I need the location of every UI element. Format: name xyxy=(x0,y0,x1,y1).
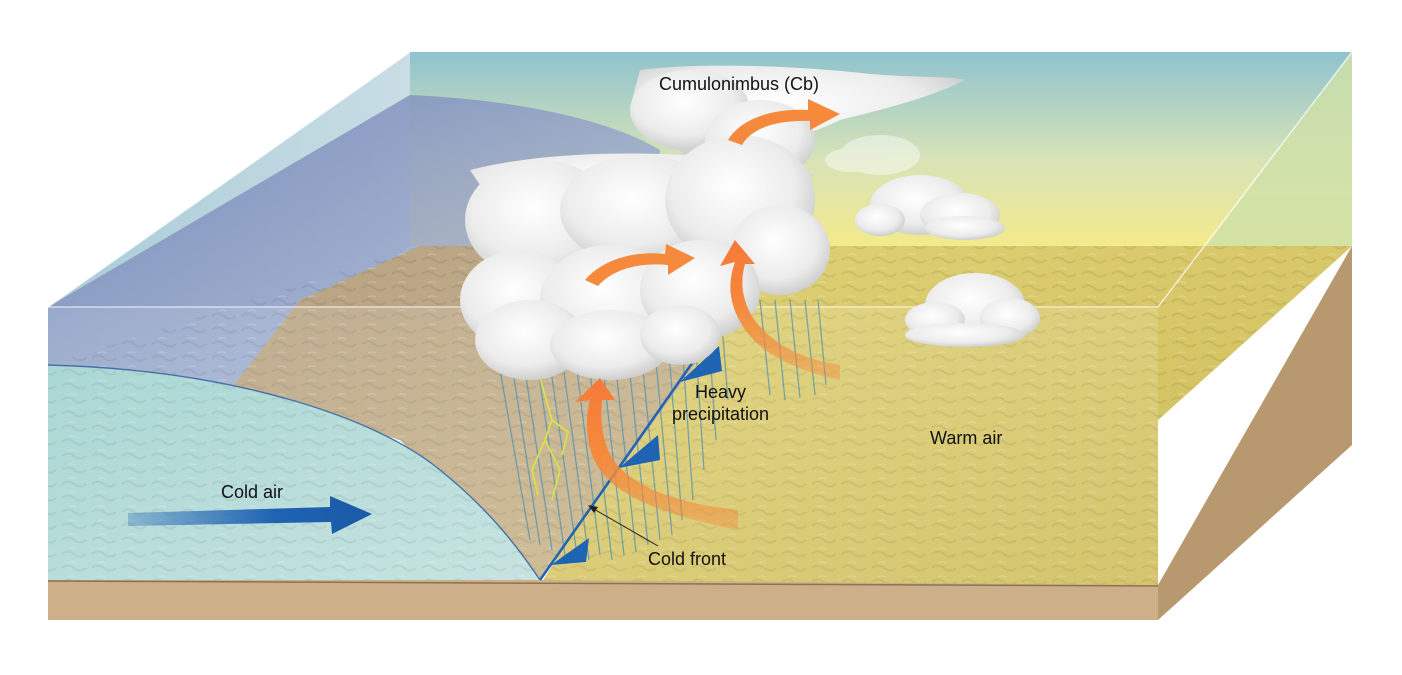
lightning-icon xyxy=(531,377,570,501)
cumulonimbus-cloud xyxy=(460,65,965,380)
warm-air-arrows xyxy=(575,99,840,530)
cold-front-leader xyxy=(591,507,659,547)
cold-air-boundary xyxy=(47,364,541,581)
heavy-precipitation-label-line1: Heavy xyxy=(695,382,747,402)
heavy-precipitation-label: Heavy precipitation xyxy=(672,381,769,425)
front-triangle-icon xyxy=(680,346,722,382)
warm-air-arrow-icon xyxy=(585,244,695,286)
glass-right-edge xyxy=(1157,51,1353,308)
small-cloud-2 xyxy=(905,273,1040,347)
leader-arrowhead xyxy=(588,505,598,513)
soil-top-edge xyxy=(47,580,1159,587)
small-cloud-1 xyxy=(855,175,1005,240)
cold-air-label: Cold air xyxy=(221,482,284,502)
small-cloud-3 xyxy=(825,135,920,175)
cold-air-arrow-icon xyxy=(128,496,372,534)
heavy-precipitation-label-line2: precipitation xyxy=(672,404,770,424)
warm-air-arrow-icon xyxy=(575,378,738,530)
front-triangle-icon xyxy=(619,435,660,468)
warm-air-arrow-icon xyxy=(720,240,840,380)
warm-air-arrow-icon xyxy=(728,99,840,145)
cold-front-triangles xyxy=(551,346,722,565)
soil-front xyxy=(48,580,1158,620)
glass-top-edge xyxy=(47,51,411,308)
front-triangle-icon xyxy=(551,538,589,565)
soil-side xyxy=(1158,246,1352,620)
cold-front-label: Cold front xyxy=(648,549,727,569)
cumulonimbus-label: Cumulonimbus (Cb) xyxy=(659,74,820,94)
warm-air-label: Warm air xyxy=(930,428,1003,448)
